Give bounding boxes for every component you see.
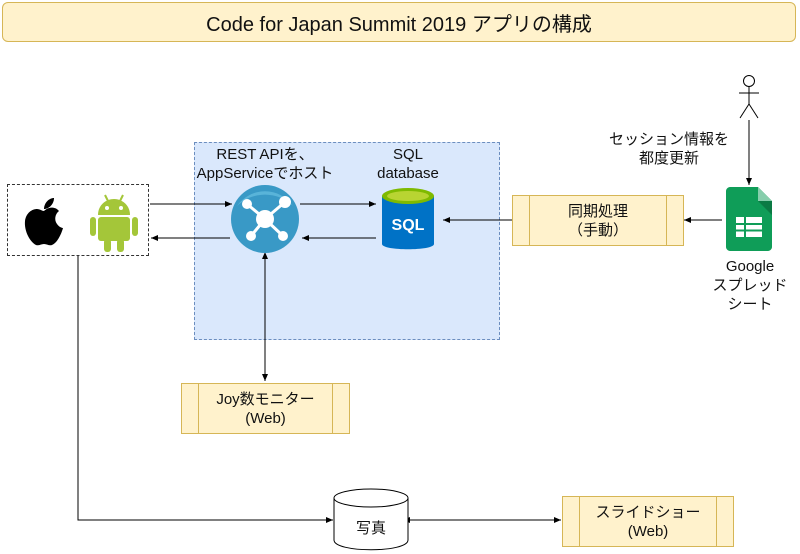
google-sheets-icon: [726, 187, 772, 251]
mobile-clients-group: [7, 184, 149, 256]
sync-process-box: 同期処理 （手動）: [512, 195, 684, 246]
app-service-label: REST APIを、 AppServiceでホスト: [186, 145, 344, 183]
apple-icon: [24, 198, 63, 246]
spreadsheet-line2: スプレッド: [712, 277, 788, 294]
actor-line1: セッション情報を: [608, 131, 729, 148]
spreadsheet-label: Google スプレッド シート: [690, 257, 800, 314]
actor-icon: [739, 75, 759, 119]
android-icon: [90, 194, 138, 252]
app-service-label-line2: AppServiceでホスト: [196, 165, 334, 182]
database-cylinder-icon: [333, 488, 409, 551]
actor-line2: 都度更新: [638, 150, 699, 167]
joy-monitor-line2: (Web): [245, 409, 286, 427]
photos-label: 写真: [355, 520, 386, 537]
sync-line1: 同期処理: [567, 202, 628, 220]
diagram-title: Code for Japan Summit 2019 アプリの構成: [2, 2, 796, 42]
sql-label-line2: database: [377, 165, 439, 182]
slideshow-line2: (Web): [627, 522, 669, 540]
slideshow-line1: スライドショー: [595, 503, 701, 521]
sync-line2: （手動）: [567, 221, 628, 239]
app-service-label-line1: REST APIを、: [216, 146, 314, 163]
sql-database-icon: SQL: [382, 188, 434, 250]
arrow-mobile-to-photos: [77, 256, 333, 523]
app-service-icon: [231, 185, 299, 253]
spreadsheet-line1: Google: [725, 258, 775, 275]
sql-database-label: SQL database: [360, 145, 456, 183]
spreadsheet-line3: シート: [727, 296, 773, 313]
sql-icon-text: SQL: [392, 217, 425, 234]
joy-monitor-line1: Joy数モニター: [216, 390, 315, 408]
slideshow-box: スライドショー (Web): [562, 496, 734, 547]
sql-label-line1: SQL: [392, 146, 423, 163]
actor-label: セッション情報を 都度更新: [594, 130, 744, 168]
joy-monitor-box: Joy数モニター (Web): [181, 383, 350, 434]
